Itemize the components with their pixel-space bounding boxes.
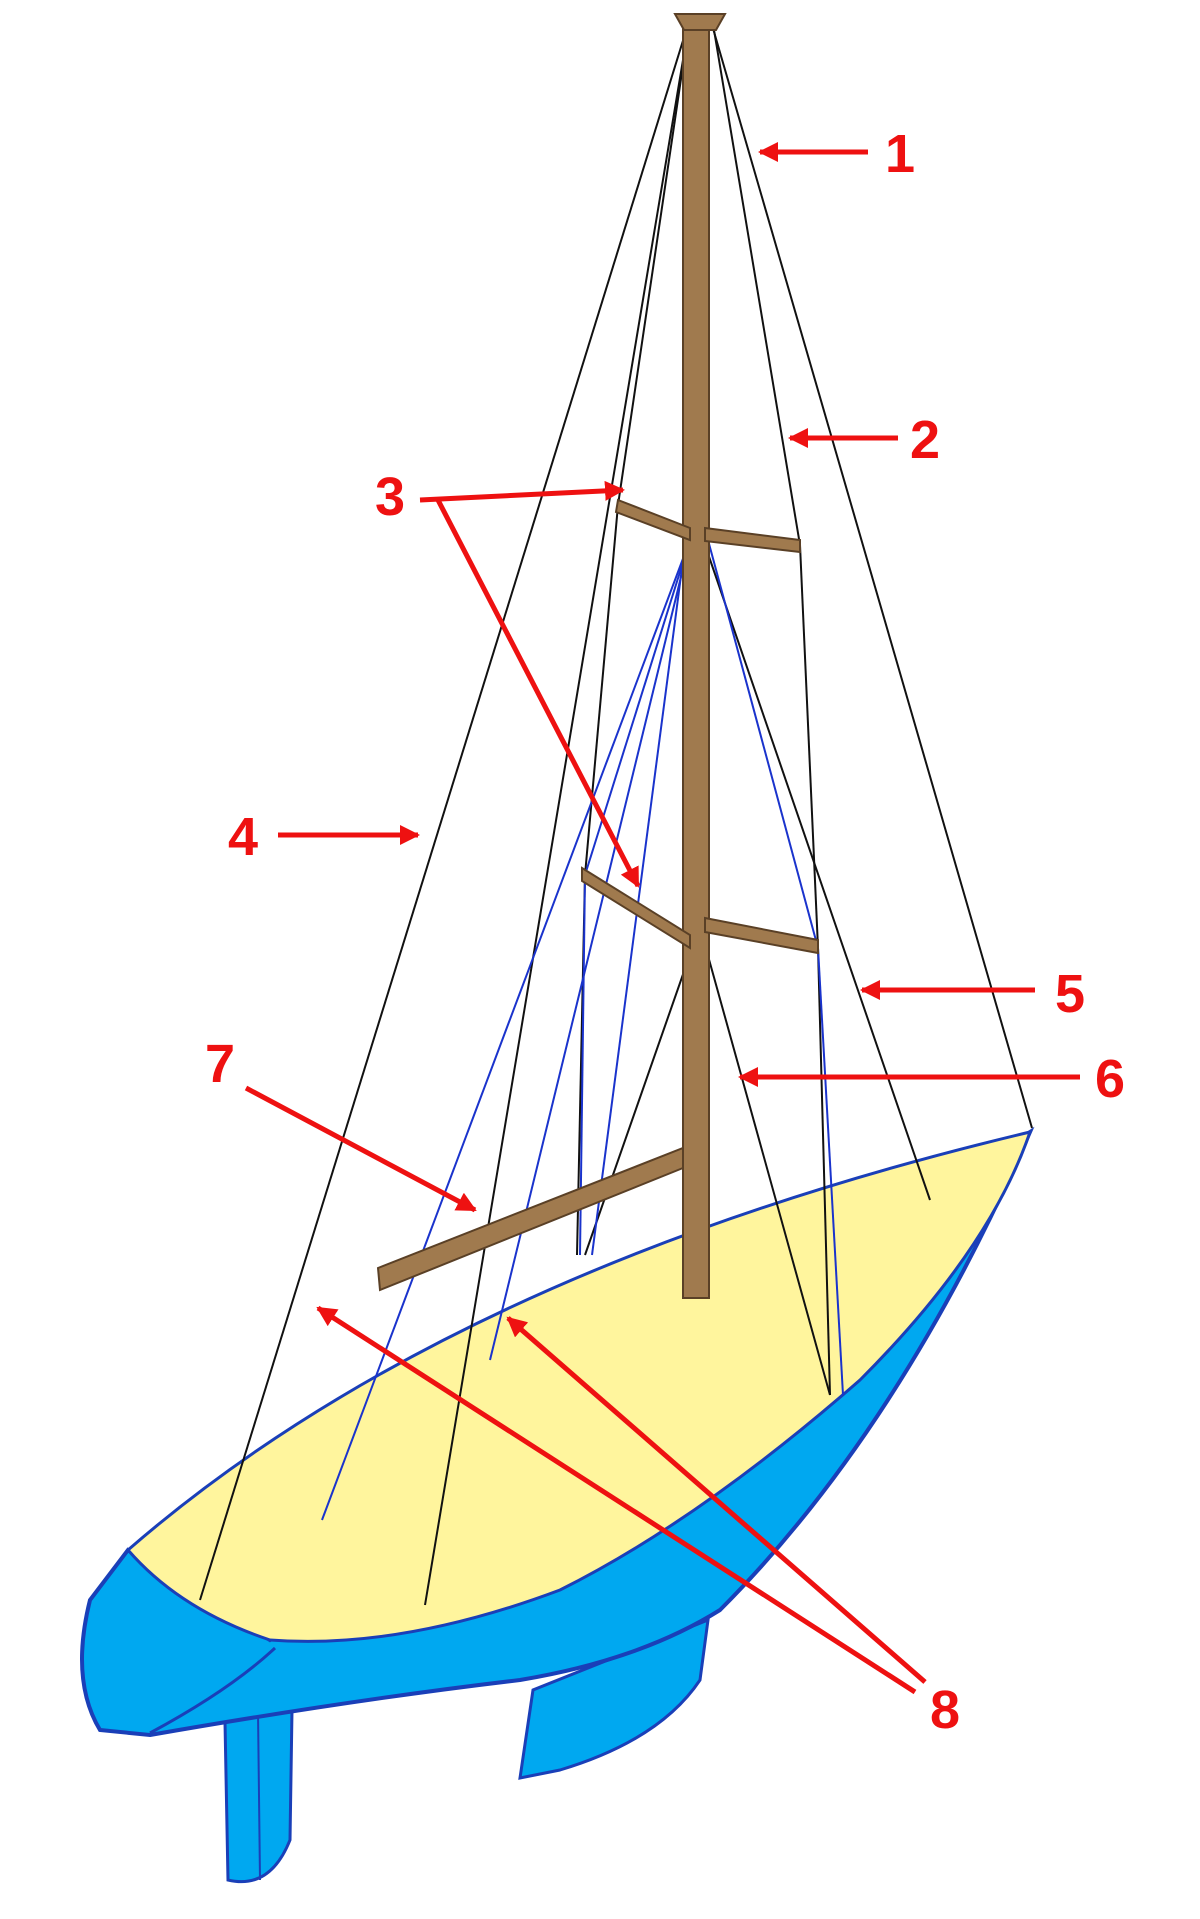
callout-1: 1 — [885, 124, 915, 184]
lower-shroud-left — [584, 939, 696, 1256]
intermediate-shroud-right-b — [817, 947, 844, 1396]
cap-shroud-right-bottom — [817, 947, 831, 1396]
lower-shroud-right — [704, 944, 831, 1396]
arrow-7 — [244, 1085, 477, 1213]
upper-spreader-left — [614, 498, 691, 542]
cap-shroud-right-lower — [799, 544, 819, 949]
keel — [518, 1617, 710, 1780]
intermediate-shroud-right-a — [707, 539, 819, 949]
deck — [125, 1129, 1033, 1643]
backstay — [709, 17, 1033, 1129]
arrow-8-left — [316, 1305, 917, 1695]
callout-3: 3 — [375, 467, 405, 527]
headstay — [199, 17, 691, 1601]
lower-spreader-left — [581, 866, 691, 950]
cap-shroud-right — [711, 17, 801, 546]
hull-chine-line — [149, 1646, 277, 1735]
callout-arrows — [244, 142, 1080, 1695]
inner-stay-1 — [321, 539, 691, 1521]
cap-shroud-left-lower — [584, 504, 619, 876]
callout-7: 7 — [205, 1034, 235, 1094]
callout-6: 6 — [1095, 1049, 1125, 1109]
cap-shroud-left — [617, 17, 691, 506]
arrow-3-lower — [435, 498, 641, 888]
arrow-3-upper — [419, 480, 625, 503]
running-backstay — [704, 544, 931, 1201]
callout-8: 8 — [930, 1680, 960, 1740]
callout-5: 5 — [1055, 964, 1085, 1024]
outer-rigging — [199, 17, 1033, 1606]
upper-spreader-right — [704, 526, 801, 554]
lower-spreader-right — [704, 916, 819, 955]
forestay-inner — [424, 17, 691, 1606]
masthead — [673, 13, 727, 31]
mast — [682, 17, 710, 1299]
callout-4: 4 — [228, 807, 258, 867]
intermediate-shroud-left-c — [591, 544, 686, 1256]
callout-2: 2 — [910, 410, 940, 470]
rudder-stock — [257, 1711, 261, 1881]
arrow-8-right — [506, 1316, 927, 1684]
boom — [376, 1146, 684, 1292]
